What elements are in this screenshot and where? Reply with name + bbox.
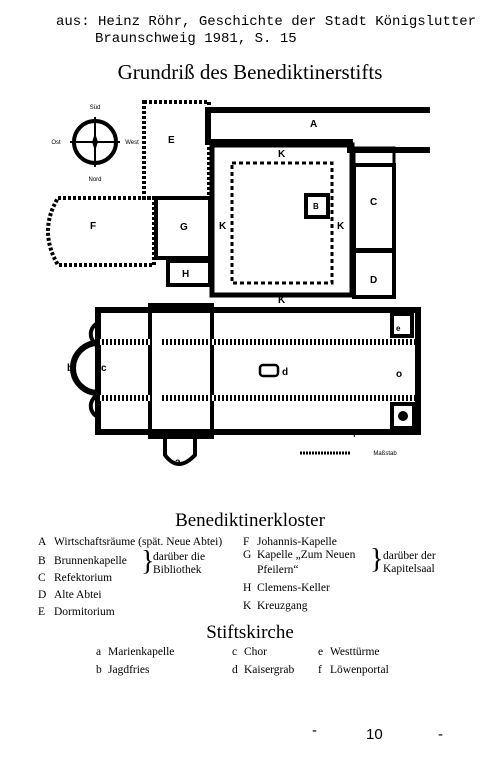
brace-right-line-1: darüber der: [383, 550, 436, 562]
brace-left: }: [141, 546, 155, 577]
label-b: b: [67, 363, 73, 374]
label-E: E: [168, 135, 175, 146]
compass-south: Süd: [90, 105, 101, 111]
label-e: e: [396, 324, 401, 333]
church-plan: [70, 303, 421, 466]
label-c: c: [101, 363, 107, 374]
brace-right: }: [370, 544, 384, 575]
label-A: A: [310, 119, 317, 130]
compass-west: West: [125, 140, 139, 146]
label-F: F: [90, 221, 96, 232]
label-a: a: [175, 457, 181, 468]
label-D: D: [370, 275, 377, 286]
label-G: G: [180, 222, 188, 233]
page-number: 10: [366, 726, 383, 743]
label-d: d: [282, 367, 288, 378]
dash-left: -: [312, 722, 317, 739]
brace-right-line-2: Kapitelsaal: [383, 563, 435, 575]
source-line-2: Braunschweig 1981, S. 15: [95, 31, 297, 47]
brace-left-line-1: darüber die: [153, 551, 206, 563]
compass-rose: Süd Ost West Nord: [51, 105, 139, 183]
label-C: C: [370, 197, 377, 208]
page-title: Grundriß des Benediktinerstifts: [117, 60, 383, 84]
label-K-top: K: [278, 149, 286, 160]
source-line-1: aus: Heinz Röhr, Geschichte der Stadt Kö…: [56, 14, 477, 30]
floor-plan: Süd Ost West Nord: [46, 100, 430, 468]
label-K-bottom: K: [278, 295, 286, 306]
scale-caption: Maßstab: [373, 451, 397, 457]
compass-north: Nord: [88, 177, 101, 183]
legend-item-G-cont: Pfeilern“: [257, 564, 299, 576]
compass-east: Ost: [51, 140, 61, 146]
heading-stiftskirche: Stiftskirche: [206, 622, 294, 643]
label-B: B: [313, 202, 319, 211]
brace-left-line-2: Bibliothek: [153, 564, 202, 576]
label-f: f: [353, 430, 356, 439]
label-o: o: [396, 369, 402, 380]
label-H: H: [182, 269, 189, 280]
heading-kloster: Benediktinerkloster: [175, 510, 325, 531]
dash-right: -: [438, 726, 443, 743]
label-K-right: K: [337, 221, 345, 232]
label-K-left: K: [219, 221, 227, 232]
